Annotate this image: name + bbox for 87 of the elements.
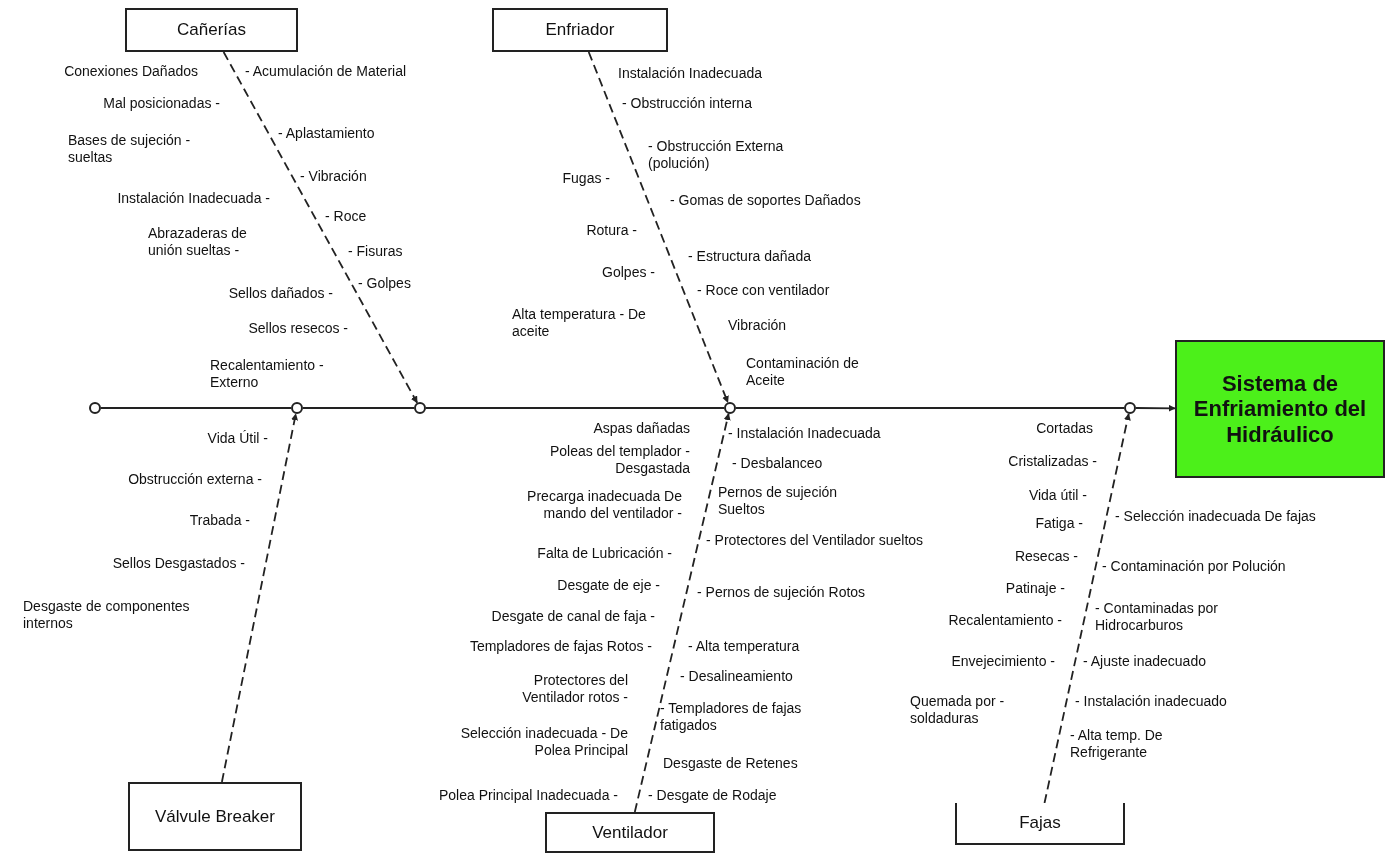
cause-label: Desgate de canal de faja - xyxy=(491,608,655,625)
cause-label: - Roce xyxy=(325,208,367,225)
cause-label: Sellos Desgastados - xyxy=(112,555,245,572)
spine-line xyxy=(100,407,292,409)
cause-label: - Acumulación de Material xyxy=(245,63,408,80)
junction-circle xyxy=(414,402,426,414)
cause-label: - Templadores de fajas fatigados xyxy=(660,700,803,734)
cause-label: Sellos resecos - xyxy=(248,320,348,337)
cause-label: Contaminación de Aceite xyxy=(746,355,860,389)
cause-label: Precarga inadecuada De mando del ventilador - xyxy=(526,488,682,522)
cause-label: Selección inadecuada - De Polea Principal xyxy=(459,725,628,759)
cause-label: Patinaje - xyxy=(1005,580,1065,597)
category-box: Cañerías xyxy=(125,8,298,52)
cause-label: Vibración xyxy=(728,317,787,334)
cause-label: Resecas - xyxy=(1014,548,1078,565)
cause-label: - Obstrucción Externa (polución) xyxy=(648,138,785,172)
cause-label: Sellos dañados - xyxy=(228,285,333,302)
cause-label: Abrazaderas de unión sueltas - xyxy=(148,225,248,259)
cause-label: - Aplastamiento xyxy=(278,125,375,142)
cause-label: Trabada - xyxy=(189,512,250,529)
category-box: Válvule Breaker xyxy=(128,782,302,851)
cause-label: - Instalación inadecuado xyxy=(1075,693,1227,710)
category-box: Ventilador xyxy=(545,812,715,853)
cause-label: Mal posicionadas - xyxy=(103,95,220,112)
cause-label: Protectores del Ventilador rotos - xyxy=(521,672,628,706)
junction-circle xyxy=(291,402,303,414)
cause-label: Desgaste de componentes internos xyxy=(23,598,191,632)
cause-label: Vida útil - xyxy=(1028,487,1087,504)
cause-label: - Contaminación por Polución xyxy=(1102,558,1287,575)
cause-label: - Instalación Inadecuada xyxy=(728,425,881,442)
cause-label: Fugas - xyxy=(562,170,610,187)
cause-label: Poleas del templador - Desgastada xyxy=(548,443,690,477)
cause-label: - Protectores del Ventilador sueltos xyxy=(706,532,925,549)
arrow xyxy=(633,412,731,813)
cause-label: - Desalineamiento xyxy=(680,668,793,685)
cause-label: - Fisuras xyxy=(348,243,403,260)
cause-label: - Estructura dañada xyxy=(688,248,811,265)
cause-label: - Contaminadas por Hidrocarburos xyxy=(1095,600,1219,634)
cause-label: - Pernos de sujeción Rotos xyxy=(697,584,867,601)
effect-box: Sistema de Enfriamiento del Hidráulico xyxy=(1175,340,1385,478)
spine-line xyxy=(735,407,1125,409)
cause-label: - Desbalanceo xyxy=(732,455,823,472)
cause-label: Envejecimiento - xyxy=(951,653,1055,670)
junction-circle xyxy=(1124,402,1136,414)
cause-label: Desgate de eje - xyxy=(557,577,660,594)
cause-label: Cristalizadas - xyxy=(1008,453,1097,470)
cause-label: - Gomas de soportes Dañados xyxy=(670,192,862,209)
cause-label: Aspas dañadas xyxy=(593,420,690,437)
cause-label: Fatiga - xyxy=(1035,515,1083,532)
cause-label: Desgaste de Retenes xyxy=(663,755,798,772)
cause-label: Polea Principal Inadecuada - xyxy=(439,787,618,804)
cause-label: Cortadas xyxy=(1036,420,1093,437)
cause-label: - Alta temp. De Refrigerante xyxy=(1070,727,1164,761)
cause-label: - Vibración xyxy=(300,168,367,185)
cause-label: - Roce con ventilador xyxy=(697,282,830,299)
cause-label: Bases de sujeción - sueltas xyxy=(68,132,192,166)
cause-label: Templadores de fajas Rotos - xyxy=(469,638,652,655)
arrow xyxy=(1135,404,1176,412)
arrow xyxy=(587,51,729,404)
spine-line xyxy=(302,407,415,409)
cause-label: Quemada por - soldaduras xyxy=(910,693,1006,727)
junction-circle xyxy=(89,402,101,414)
spine-line xyxy=(425,407,725,409)
cause-label: Golpes - xyxy=(602,264,655,281)
cause-label: - Ajuste inadecuado xyxy=(1083,653,1206,670)
cause-label: Instalación Inadecuada - xyxy=(117,190,270,207)
arrow xyxy=(1043,413,1131,804)
cause-label: Obstrucción externa - xyxy=(128,471,262,488)
cause-label: Vida Útil - xyxy=(207,430,268,447)
cause-label: Instalación Inadecuada xyxy=(618,65,762,82)
cause-label: Recalentamiento - xyxy=(948,612,1062,629)
cause-label: Pernos de sujeción Sueltos xyxy=(718,484,839,518)
cause-label: Falta de Lubricación - xyxy=(537,545,672,562)
cause-label: - Golpes xyxy=(358,275,411,292)
category-box: Enfriador xyxy=(492,8,668,52)
arrow xyxy=(221,413,298,783)
cause-label: - Alta temperatura xyxy=(688,638,800,655)
arrow xyxy=(222,51,418,404)
cause-label: Alta temperatura - De aceite xyxy=(512,306,647,340)
cause-label: Recalentamiento - Externo xyxy=(210,357,325,391)
cause-label: - Desgate de Rodaje xyxy=(648,787,777,804)
cause-label: - Obstrucción interna xyxy=(622,95,752,112)
junction-circle xyxy=(724,402,736,414)
cause-label: Conexiones Dañados xyxy=(64,63,198,80)
cause-label: Rotura - xyxy=(586,222,637,239)
cause-label: - Selección inadecuada De fajas xyxy=(1115,508,1317,525)
category-box: Fajas xyxy=(955,803,1125,845)
